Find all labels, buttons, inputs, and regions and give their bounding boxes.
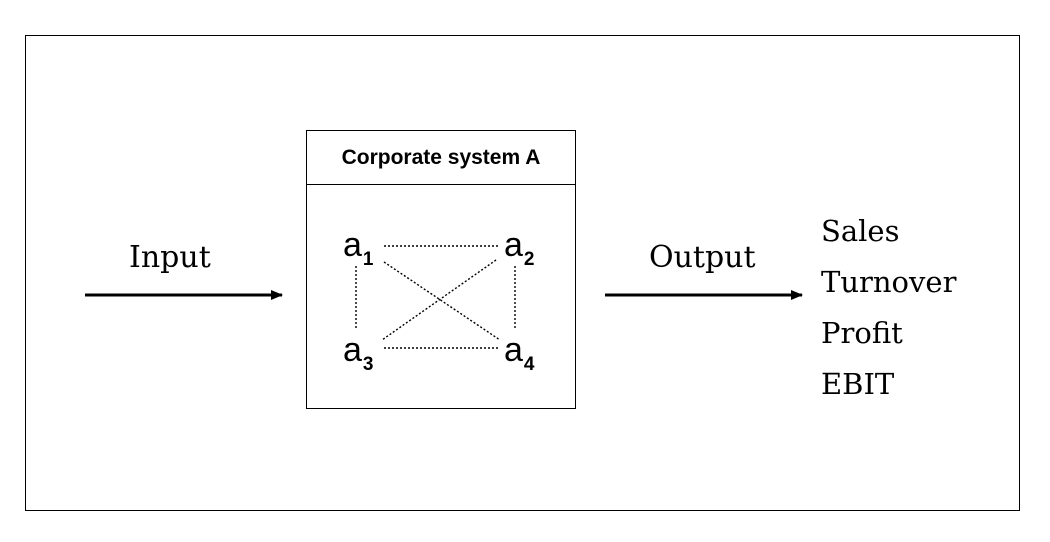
link-a2-a3 xyxy=(381,259,497,341)
node-a4: a4 xyxy=(504,331,535,374)
corporate-system-box: Corporate system A xyxy=(306,130,576,409)
node-a3: a3 xyxy=(343,331,374,374)
diagram-frame xyxy=(25,35,1020,511)
output-list: Sales Turnover Profit EBIT xyxy=(821,206,956,410)
system-title: Corporate system A xyxy=(307,131,575,185)
node-a4-subscript: 4 xyxy=(523,354,535,375)
input-label: Input xyxy=(129,240,211,275)
output-label: Output xyxy=(649,240,756,275)
link-a1-a4 xyxy=(383,261,501,341)
output-item-ebit: EBIT xyxy=(821,367,895,401)
output-item-turnover: Turnover xyxy=(821,265,957,299)
node-a2-letter: a xyxy=(504,226,523,264)
output-item-sales: Sales xyxy=(821,214,900,248)
node-a2: a2 xyxy=(504,226,535,269)
output-item-profit: Profit xyxy=(821,316,903,350)
node-a1-subscript: 1 xyxy=(362,249,374,270)
node-a1-letter: a xyxy=(343,226,362,264)
node-a2-subscript: 2 xyxy=(523,249,535,270)
node-a1: a1 xyxy=(343,226,374,269)
node-a4-letter: a xyxy=(504,331,523,369)
node-a3-letter: a xyxy=(343,331,362,369)
node-a3-subscript: 3 xyxy=(362,354,374,375)
